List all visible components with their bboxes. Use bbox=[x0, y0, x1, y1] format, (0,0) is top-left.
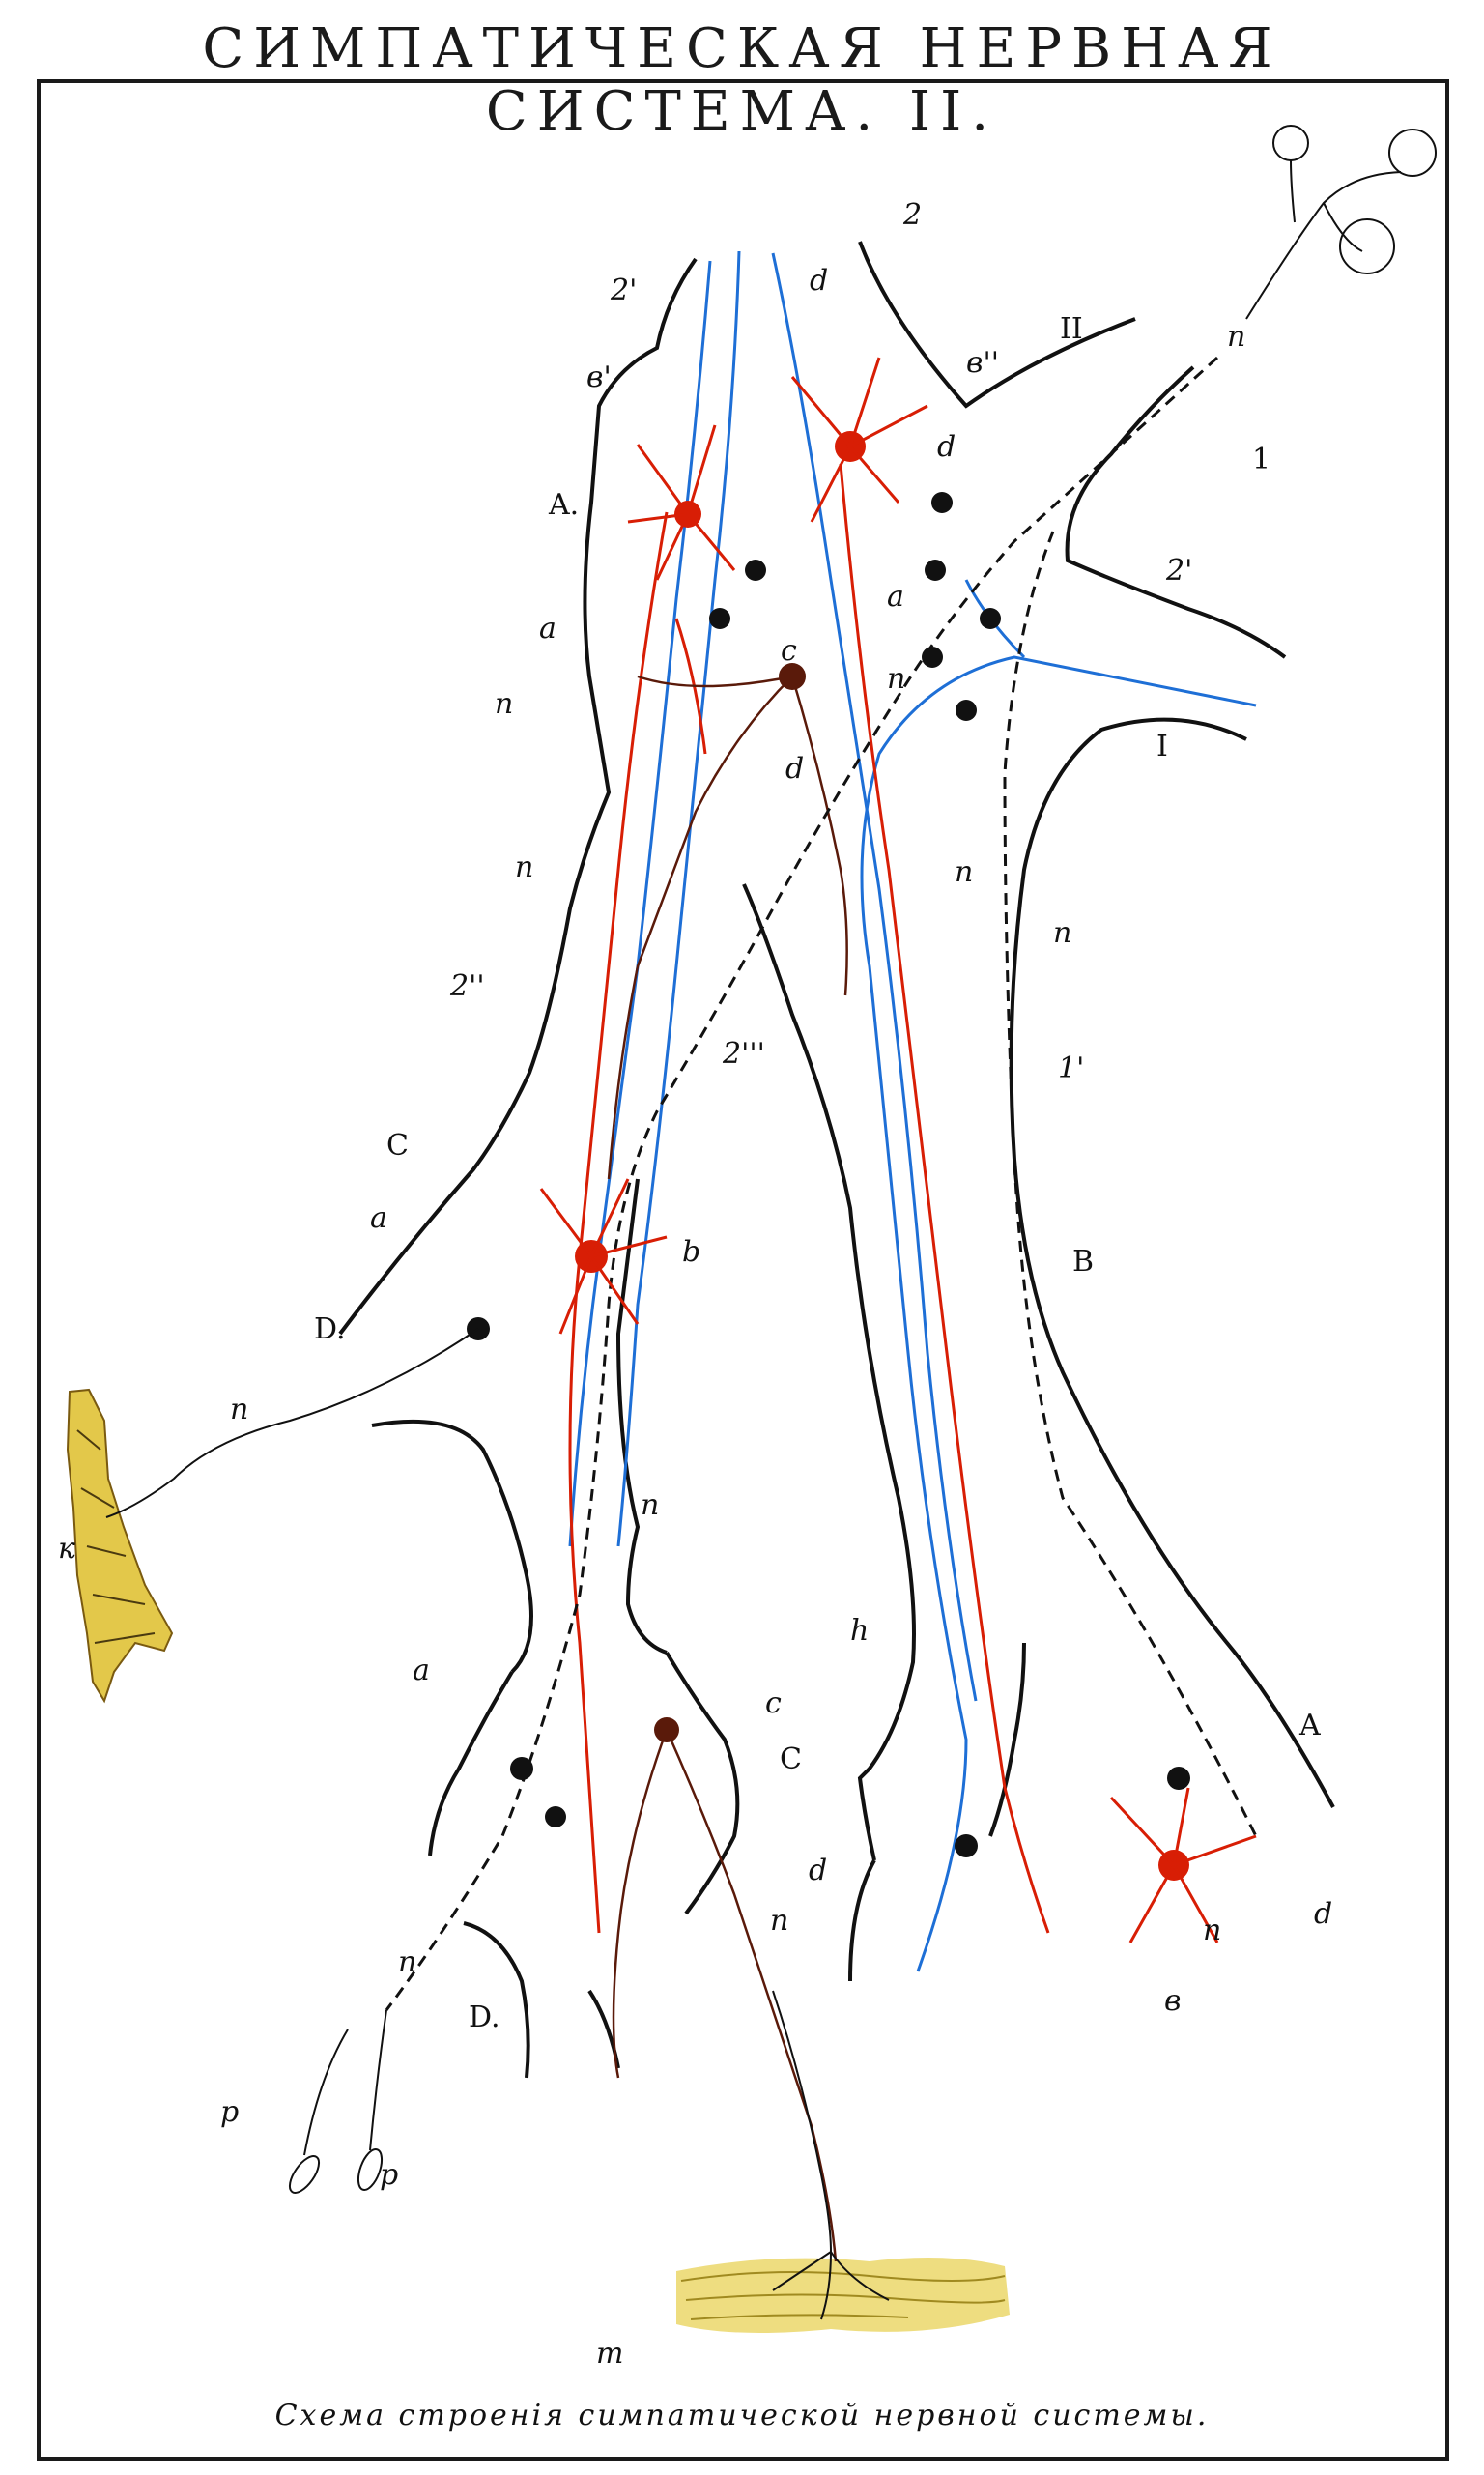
label-d-2: d bbox=[785, 752, 804, 786]
label-n-right-1: n bbox=[887, 662, 905, 696]
label-D-2: D. bbox=[469, 2000, 500, 2034]
label-1: 1 bbox=[1252, 443, 1270, 476]
black-neurons bbox=[467, 492, 1190, 1857]
label-2-double-prime: 2'' bbox=[449, 969, 485, 1003]
label-p-1: p bbox=[220, 2095, 239, 2129]
labels: 2 2' в'' d II n в' A. d 1 a a 2' c n n I… bbox=[58, 198, 1332, 2371]
label-1-prime: 1' bbox=[1058, 1051, 1084, 1085]
label-I: I bbox=[1156, 730, 1168, 763]
fiber-to-tissue-k bbox=[105, 1328, 479, 1518]
label-b-double-prime: в'' bbox=[966, 346, 999, 380]
label-a-3: a bbox=[370, 1201, 387, 1235]
label-b-1: b bbox=[682, 1235, 700, 1269]
fiber-to-muscle-m bbox=[772, 1990, 890, 2320]
dashed-fibers bbox=[385, 356, 1258, 2011]
label-D-1: D. bbox=[314, 1312, 346, 1346]
label-2-triple-prime: 2''' bbox=[722, 1037, 765, 1071]
label-a-1: a bbox=[887, 580, 904, 614]
central-neuron-c-lower bbox=[654, 1717, 679, 1742]
figure-caption: Схема строенія симпатической нервной сис… bbox=[274, 2399, 1210, 2432]
central-neuron-c-upper bbox=[779, 663, 806, 690]
label-d-3: d bbox=[809, 1854, 827, 1887]
label-m: m bbox=[596, 2337, 623, 2371]
red-neuron-b-double-prime bbox=[790, 357, 928, 523]
red-neuron-b-prime bbox=[627, 424, 736, 581]
label-C-1: C bbox=[386, 1129, 409, 1163]
red-neuron-b bbox=[539, 1178, 668, 1335]
central-fibers bbox=[607, 675, 848, 2262]
label-n-bottom: n bbox=[770, 1904, 788, 1938]
label-n-mid-2: n bbox=[1053, 916, 1071, 950]
neurons bbox=[467, 357, 1257, 1943]
plate-frame bbox=[37, 79, 1449, 2461]
label-n-mid: n bbox=[955, 855, 973, 889]
label-d-top: d bbox=[810, 264, 828, 298]
muscle-tissue-k bbox=[66, 1388, 174, 1704]
label-C-2: C bbox=[780, 1742, 802, 1776]
label-A-top: A. bbox=[548, 488, 579, 522]
label-v: в bbox=[1164, 1984, 1181, 2018]
label-n-low: n bbox=[398, 1945, 416, 1979]
label-c-2: c bbox=[765, 1686, 782, 1720]
label-n-top: n bbox=[1227, 320, 1245, 354]
label-k: к bbox=[58, 1532, 75, 1566]
label-n-to-k: n bbox=[230, 1393, 248, 1426]
label-2-prime-right: 2' bbox=[1165, 554, 1192, 588]
label-2-prime: 2' bbox=[610, 273, 637, 307]
label-2: 2 bbox=[902, 198, 922, 232]
terminal-cells bbox=[1245, 125, 1437, 320]
label-A-2: A bbox=[1298, 1709, 1321, 1742]
label-a-2: a bbox=[539, 612, 556, 646]
label-n-left-2: n bbox=[515, 850, 533, 884]
label-n-middle: n bbox=[641, 1488, 659, 1522]
label-p-2: p bbox=[380, 2158, 398, 2192]
sensory-fibers bbox=[568, 250, 1257, 1972]
label-n-left-1: n bbox=[495, 687, 513, 721]
label-c-1: c bbox=[781, 634, 797, 668]
label-a-4: a bbox=[413, 1654, 430, 1687]
muscle-tissue-m bbox=[676, 2258, 1010, 2333]
sensory-endings bbox=[288, 2009, 387, 2194]
label-II: II bbox=[1060, 312, 1083, 346]
sympathetic-fibers bbox=[568, 463, 1050, 1934]
red-neuron-v bbox=[1109, 1787, 1257, 1943]
label-B: B bbox=[1072, 1245, 1094, 1279]
label-h: h bbox=[850, 1614, 869, 1648]
label-b-prime: в' bbox=[586, 360, 612, 394]
nerve-outlines bbox=[338, 241, 1335, 2079]
label-d-4: d bbox=[1314, 1897, 1332, 1931]
label-d-1: d bbox=[937, 430, 956, 464]
plate-title: СИМПАТИЧЕСКАЯ НЕРВНАЯ СИСТЕМА. II. bbox=[202, 17, 1282, 143]
label-n-b: n bbox=[1203, 1914, 1221, 1947]
